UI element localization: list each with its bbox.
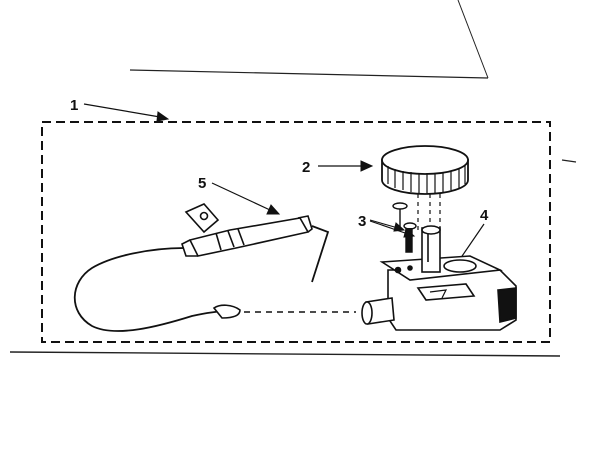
alignment-lines: [417, 194, 441, 232]
scan-lines: [9, 0, 577, 357]
callout-label-5: 5: [198, 175, 206, 192]
callout-arrow-2: [318, 160, 374, 172]
assembly-boundary: [41, 121, 551, 343]
callout-label-4: 4: [480, 207, 489, 224]
callout-label-2: 2: [302, 159, 310, 176]
callout-arrow-1: [83, 103, 170, 122]
callout-leader-4: [457, 223, 485, 263]
callout-label-3: 3: [358, 213, 366, 230]
thermocouple: [73, 203, 330, 332]
screws: [392, 202, 417, 253]
callout-arrow-5: [211, 182, 281, 215]
gas-valve: [361, 225, 517, 331]
control-knob: [381, 145, 469, 195]
callout-label-1: 1: [70, 97, 78, 114]
